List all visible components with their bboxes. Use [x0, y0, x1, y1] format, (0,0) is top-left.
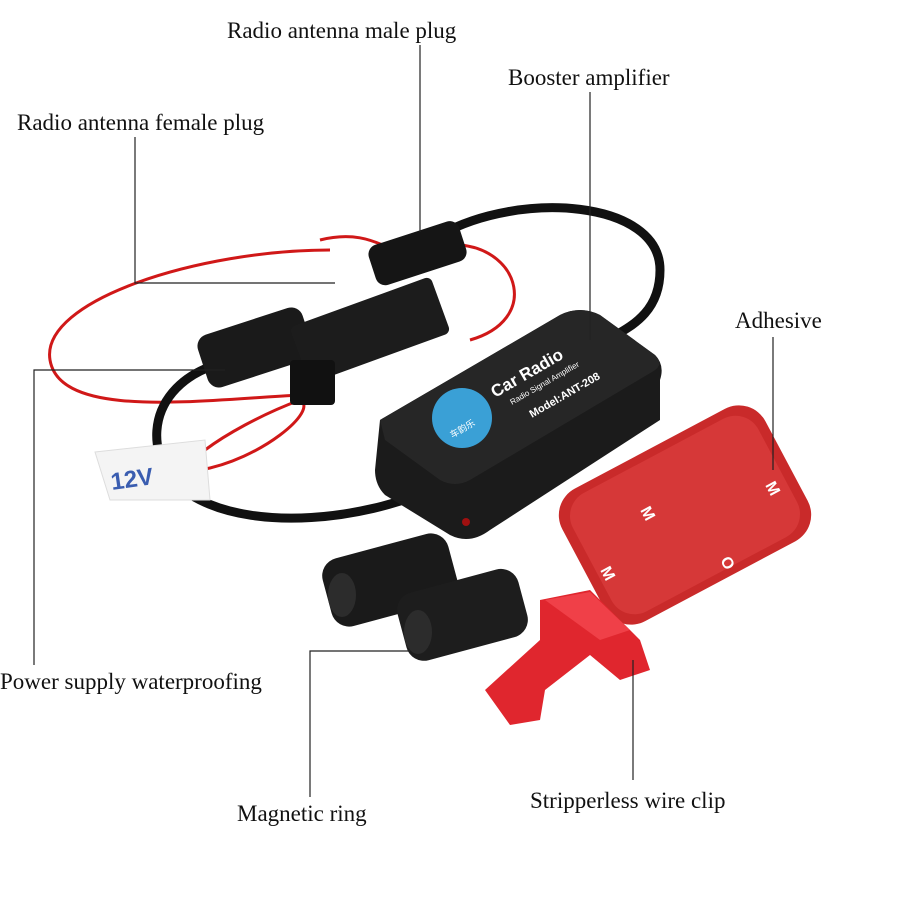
brand-badge [432, 388, 492, 448]
label-magnetic-ring: Magnetic ring [237, 801, 367, 826]
voltage-tag-text: 12V [109, 463, 155, 496]
amplifier-box: 车韵乐 Car Radio Radio Signal Amplifier Mod… [375, 310, 662, 539]
voltage-tag: 12V [94, 439, 211, 501]
magnetic-rings [322, 533, 528, 661]
label-booster-amplifier: Booster amplifier [508, 65, 670, 90]
label-adhesive: Adhesive [735, 308, 822, 333]
connector-plugs [197, 221, 467, 405]
label-male-plug: Radio antenna male plug [227, 18, 457, 43]
adhesive-pad: M M O M [558, 405, 812, 625]
leader-lines [33, 45, 774, 797]
label-wire-clip: Stripperless wire clip [530, 788, 726, 813]
label-female-plug: Radio antenna female plug [17, 110, 265, 135]
label-power-waterproofing: Power supply waterproofing [0, 669, 262, 694]
wire-clip [485, 590, 650, 725]
